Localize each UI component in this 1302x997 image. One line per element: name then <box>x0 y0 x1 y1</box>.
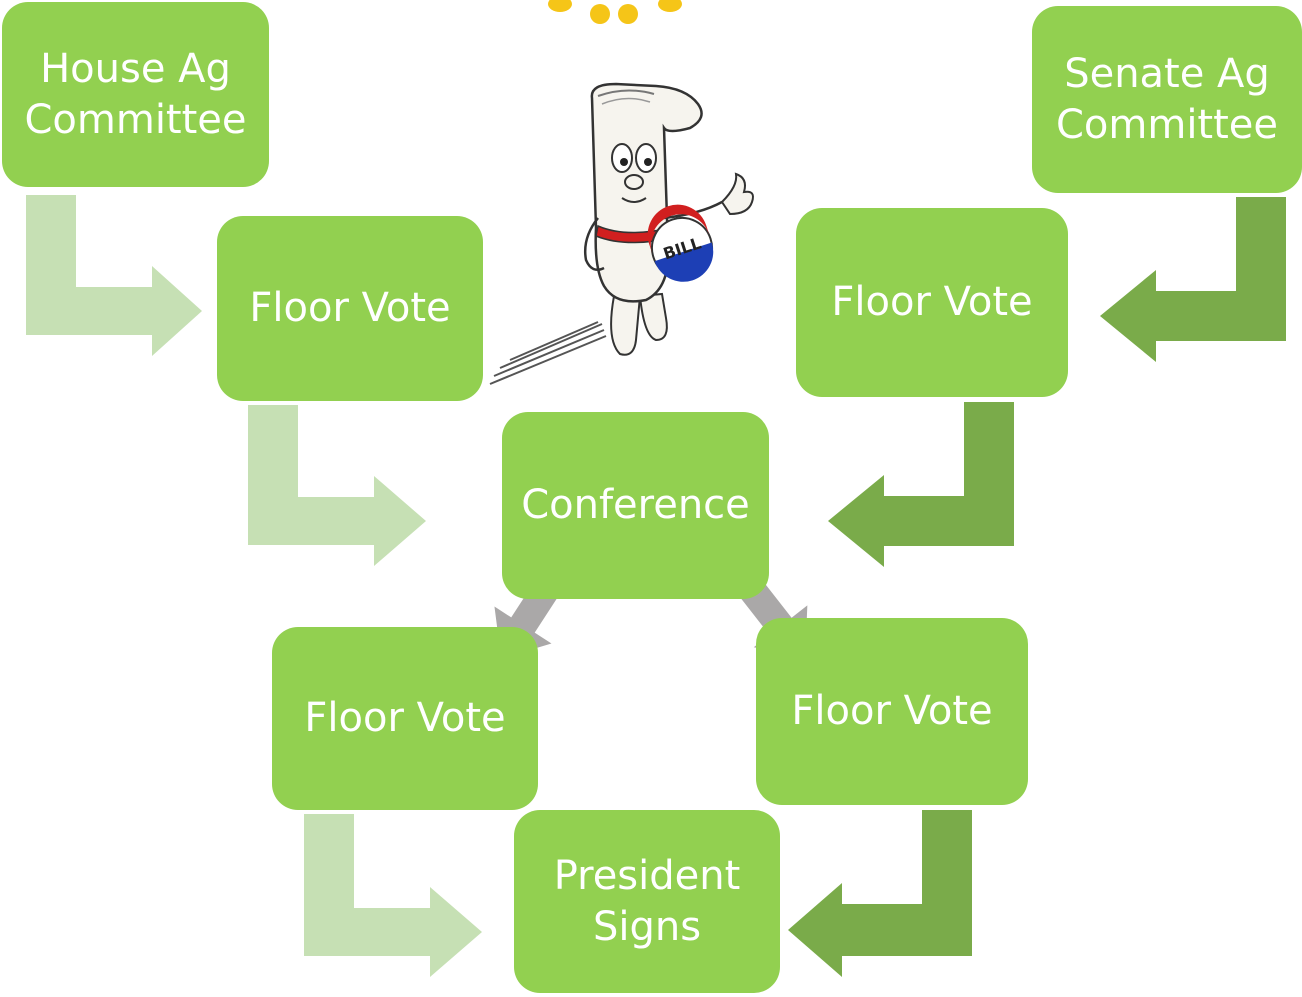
node-label: Floor Vote <box>791 688 993 735</box>
sun-decoration-icon <box>548 0 682 24</box>
node-label: Conference <box>521 482 750 529</box>
node-house-floor-vote: Floor Vote <box>217 216 483 401</box>
sun-ray <box>548 0 572 12</box>
arrow-senate-to-floor <box>1100 197 1286 362</box>
mascot-body <box>590 82 703 303</box>
sun-ray <box>658 0 682 12</box>
sun-ray <box>618 4 638 24</box>
node-president-signs: President Signs <box>514 810 780 993</box>
mascot-legs <box>610 295 642 356</box>
node-house-ag-committee: House Ag Committee <box>2 2 269 187</box>
node-conference: Conference <box>502 412 769 599</box>
node-label-line: Committee <box>1055 101 1279 148</box>
mascot-nose <box>624 174 644 190</box>
motion-lines <box>489 321 607 385</box>
mascot-mouth <box>621 197 647 203</box>
mascot-eye-right <box>635 143 657 173</box>
node-label: Floor Vote <box>249 285 451 332</box>
arrow-house-to-floor <box>26 195 202 356</box>
mascot-hand <box>720 172 754 216</box>
arrow-right-floor-to-president <box>788 810 972 977</box>
arrow-left-floor-to-president <box>304 814 482 977</box>
node-label: Floor Vote <box>831 279 1033 326</box>
bill-mascot-illustration: BILL <box>489 82 754 385</box>
node-label-line: House Ag <box>40 45 231 92</box>
node-label-line: Senate Ag <box>1064 50 1270 97</box>
arrow-house-floor-to-conference <box>248 405 426 566</box>
node-label-line: Committee <box>24 96 247 143</box>
mascot-badge: BILL <box>647 204 714 282</box>
arrow-senate-floor-to-conference <box>828 402 1014 567</box>
node-senate-ag-committee: Senate Ag Committee <box>1032 6 1302 193</box>
node-conference-floor-vote-left: Floor Vote <box>272 627 538 810</box>
sun-ray <box>590 4 610 24</box>
node-label: Floor Vote <box>304 695 506 742</box>
mascot-left-arm <box>584 217 605 271</box>
node-label-line: Signs <box>592 903 702 950</box>
node-label-line: President <box>553 852 741 899</box>
node-senate-floor-vote: Floor Vote <box>796 208 1068 397</box>
mascot-eye-left <box>611 143 633 173</box>
node-conference-floor-vote-right: Floor Vote <box>756 618 1028 805</box>
